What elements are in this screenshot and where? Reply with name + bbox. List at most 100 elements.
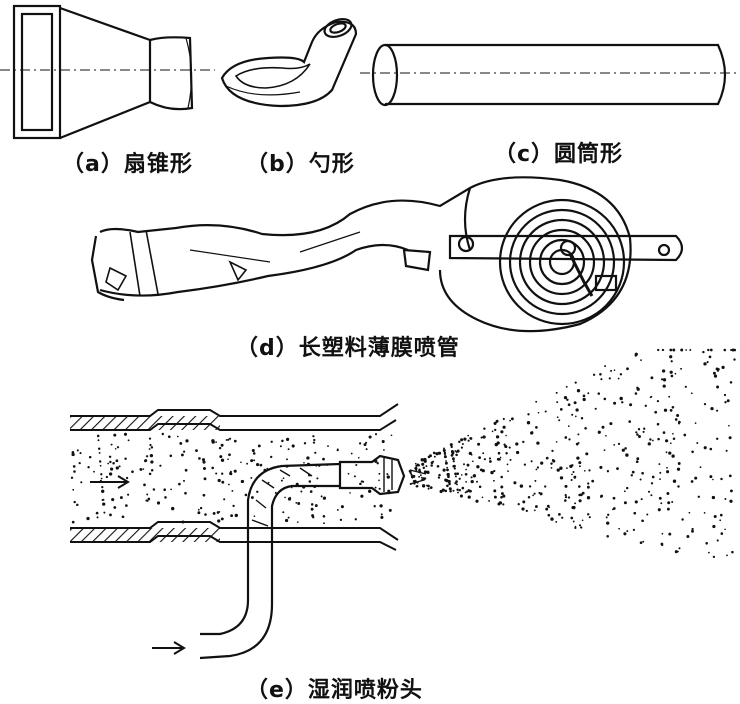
powder-particle: [482, 435, 486, 439]
powder-particle: [240, 479, 245, 484]
wetting-duster-head: [70, 403, 427, 660]
powder-particle: [211, 439, 215, 443]
powder-particle: [180, 453, 184, 457]
powder-particle: [142, 468, 145, 470]
powder-particle: [576, 389, 581, 393]
powder-particle: [311, 514, 315, 518]
powder-particle: [365, 441, 368, 444]
powder-particle: [357, 456, 360, 459]
powder-particle: [144, 459, 147, 463]
powder-particle: [729, 489, 733, 493]
powder-particle: [456, 488, 459, 491]
powder-particle: [315, 464, 318, 467]
powder-particle: [674, 550, 678, 554]
powder-particle: [325, 463, 329, 466]
powder-particle: [146, 493, 149, 496]
powder-particle: [313, 485, 317, 488]
caption-spoon: （b）勺形: [246, 152, 355, 177]
powder-particle: [438, 473, 441, 477]
powder-particle: [228, 483, 230, 486]
powder-particle: [677, 422, 681, 425]
powder-particle: [99, 460, 102, 463]
powder-particle: [263, 468, 267, 472]
powder-particle: [374, 433, 378, 436]
powder-particle: [179, 441, 183, 445]
powder-particle: [517, 503, 520, 506]
powder-particle: [509, 419, 511, 422]
powder-particle: [726, 554, 728, 557]
powder-particle: [444, 461, 448, 465]
powder-particle: [102, 502, 106, 506]
powder-particle: [676, 413, 680, 418]
powder-particle: [661, 543, 664, 547]
powder-particle: [475, 499, 479, 503]
powder-particle: [100, 473, 103, 476]
fan-cone-nozzle: [0, 4, 215, 140]
powder-particle: [522, 440, 525, 444]
powder-particle: [215, 472, 218, 475]
powder-particle: [697, 495, 700, 498]
caption-cylinder: （c）圆筒形: [494, 142, 624, 167]
powder-particle: [691, 529, 694, 533]
powder-particle: [221, 480, 225, 484]
powder-particle: [464, 491, 467, 494]
powder-particle: [281, 439, 284, 443]
powder-particle: [279, 445, 282, 448]
powder-particle: [143, 483, 146, 487]
powder-particle: [656, 422, 660, 426]
powder-particle: [109, 460, 112, 464]
powder-particle: [606, 470, 610, 473]
powder-particle: [71, 520, 75, 524]
powder-particle: [624, 447, 627, 450]
powder-particle: [573, 401, 577, 405]
powder-particle: [586, 513, 590, 516]
powder-particle: [101, 486, 104, 489]
powder-particle: [600, 378, 603, 381]
powder-particle: [78, 461, 81, 465]
powder-particle: [422, 466, 426, 470]
powder-particle: [576, 456, 580, 460]
powder-particle: [380, 513, 383, 516]
powder-particle: [621, 448, 625, 452]
powder-particle: [668, 532, 672, 536]
powder-particle: [613, 444, 616, 446]
powder-particle: [493, 495, 497, 499]
powder-particle: [167, 435, 171, 439]
powder-particle: [149, 443, 152, 447]
powder-particle: [416, 481, 419, 484]
powder-particle: [712, 478, 714, 481]
powder-particle: [93, 470, 95, 473]
powder-particle: [540, 461, 544, 465]
powder-particle: [418, 475, 421, 478]
powder-particle: [456, 472, 459, 475]
powder-particle: [451, 457, 455, 461]
powder-particle: [125, 504, 128, 507]
powder-particle: [535, 400, 538, 403]
powder-particle: [164, 496, 167, 499]
powder-particle: [513, 481, 517, 485]
powder-particle: [646, 513, 649, 516]
powder-particle: [71, 452, 75, 457]
powder-particle: [649, 396, 652, 399]
powder-particle: [320, 495, 323, 498]
powder-particle: [240, 461, 242, 464]
powder-particle: [670, 374, 674, 378]
powder-particle: [497, 502, 501, 506]
powder-particle: [670, 360, 673, 363]
powder-particle: [286, 458, 288, 461]
powder-particle: [295, 482, 299, 486]
powder-particle: [185, 439, 189, 443]
powder-particle: [388, 508, 392, 512]
powder-particle: [266, 467, 269, 470]
powder-particle: [534, 505, 538, 508]
powder-particle: [286, 437, 290, 441]
powder-particle: [495, 435, 500, 439]
powder-particle: [635, 431, 638, 434]
powder-particle: [436, 464, 440, 468]
powder-particle: [427, 484, 430, 488]
powder-particle: [327, 445, 329, 448]
powder-particle: [713, 374, 718, 378]
powder-particle: [101, 489, 105, 493]
powder-particle: [577, 433, 580, 436]
powder-particle: [287, 516, 290, 519]
